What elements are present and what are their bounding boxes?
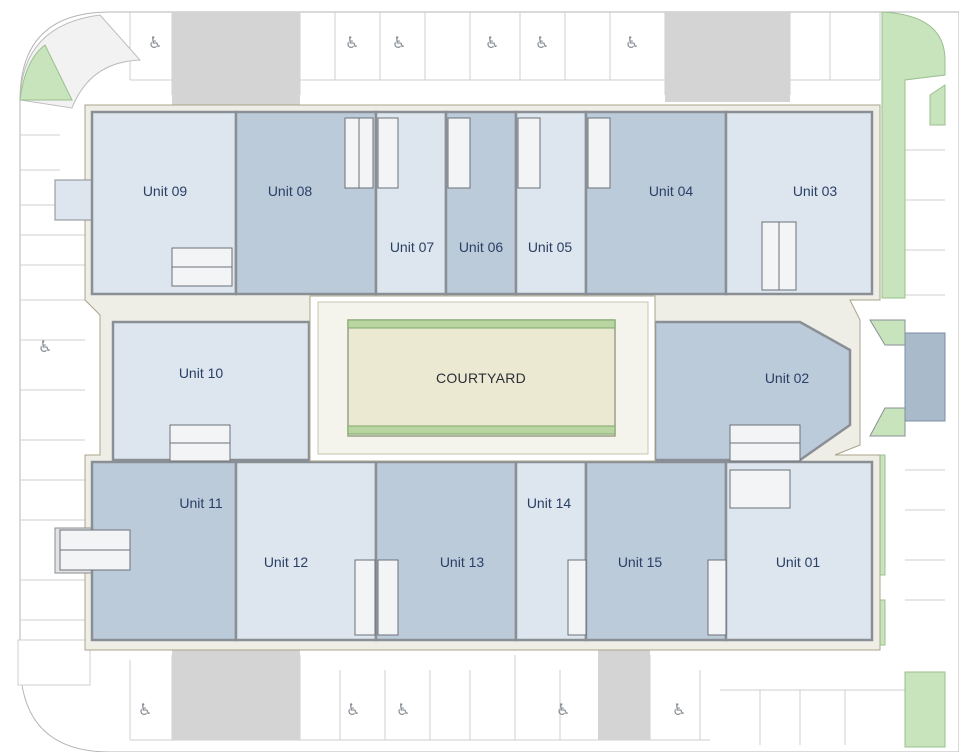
unit-labels: Unit 09 Unit 08 Unit 07 Unit 06 Unit 05 … — [143, 183, 838, 570]
accessible-parking-icon: ♿ — [625, 33, 639, 52]
unit-label: Unit 02 — [765, 370, 810, 386]
stairs — [59, 117, 801, 636]
unit-13[interactable] — [374, 460, 518, 642]
unit-label: Unit 08 — [268, 183, 313, 199]
stair-icon — [59, 529, 131, 571]
unit-label: Unit 15 — [618, 554, 663, 570]
accessible-parking-icon: ♿ — [38, 337, 52, 356]
stair-icon — [707, 559, 727, 636]
unit-label: Unit 06 — [459, 239, 504, 255]
unit-03[interactable] — [724, 110, 874, 296]
unit-label: Unit 03 — [793, 183, 838, 199]
accessible-parking-icons: ♿ ♿ ♿ ♿ ♿ ♿ ♿ ♿ ♿ ♿ ♿ ♿ — [38, 33, 686, 719]
unit-10[interactable] — [111, 320, 311, 462]
accessible-parking-icon: ♿ — [535, 33, 549, 52]
stair-icon — [447, 117, 471, 189]
unit-label: Unit 01 — [776, 554, 821, 570]
unit-label: Unit 13 — [440, 554, 485, 570]
unit-label: Unit 07 — [390, 239, 435, 255]
unit-label: Unit 10 — [179, 365, 224, 381]
accessible-parking-icon: ♿ — [138, 700, 152, 719]
stair-icon — [171, 247, 233, 287]
unit-label: Unit 12 — [264, 554, 309, 570]
stair-icon — [517, 117, 541, 189]
unit-12[interactable] — [234, 460, 378, 642]
unit-label: Unit 14 — [527, 495, 572, 511]
stair-icon — [377, 559, 399, 636]
unit-label: Unit 09 — [143, 183, 188, 199]
accessible-parking-icon: ♿ — [485, 33, 499, 52]
unit-15[interactable] — [584, 460, 728, 642]
accessible-parking-icon: ♿ — [346, 700, 360, 719]
unit-label: Unit 05 — [528, 239, 573, 255]
stair-icon — [169, 424, 231, 462]
stair-icon — [354, 559, 376, 636]
accessible-parking-icon: ♿ — [556, 700, 570, 719]
accessible-parking-icon: ♿ — [392, 33, 406, 52]
stair-icon — [587, 117, 611, 189]
accessible-parking-icon: ♿ — [345, 33, 359, 52]
stair-icon — [729, 469, 791, 509]
stair-icon — [344, 117, 374, 189]
courtyard: COURTYARD — [309, 295, 656, 462]
accessible-parking-icon: ♿ — [672, 700, 686, 719]
stair-icon — [377, 117, 399, 189]
stair-icon — [567, 559, 587, 636]
courtyard-label: COURTYARD — [436, 370, 526, 386]
unit-label: Unit 04 — [649, 183, 694, 199]
accessible-parking-icon: ♿ — [148, 33, 162, 52]
stair-icon — [761, 221, 797, 291]
stair-icon — [729, 424, 801, 462]
accessible-parking-icon: ♿ — [396, 700, 410, 719]
unit-label: Unit 11 — [179, 495, 223, 511]
